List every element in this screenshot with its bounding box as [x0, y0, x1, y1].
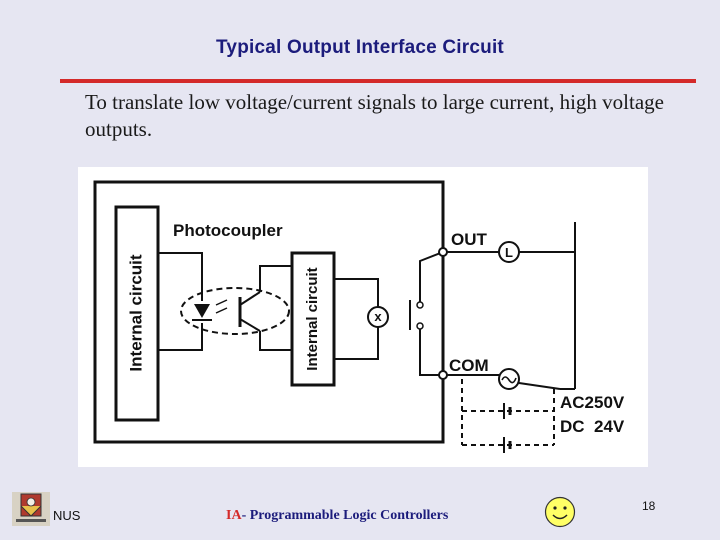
internal-circuit-right-block	[290, 251, 336, 387]
led-emission-arrow-1	[215, 299, 228, 306]
led-symbol	[194, 304, 210, 318]
title-divider	[60, 79, 696, 83]
smiley-face-icon[interactable]	[544, 496, 576, 528]
ac-supply-label: AC250V	[560, 393, 625, 412]
phototransistor-collector	[239, 291, 261, 306]
relay-contact-top	[416, 301, 424, 309]
out-terminal	[438, 247, 448, 257]
wire-contact-to-out	[419, 251, 444, 302]
slide-body-text: To translate low voltage/current signals…	[85, 90, 664, 141]
university-crest-logo	[12, 492, 50, 526]
wire-led-cathode	[158, 323, 203, 351]
photocoupler-dashed-enclosure	[180, 287, 290, 335]
wire-coil-bottom	[334, 327, 379, 360]
dc-alternative-dashed-circuit	[461, 379, 555, 446]
relay-coil-symbol	[367, 306, 389, 328]
wire-collector-to-internal	[259, 265, 292, 292]
relay-coil-label: x	[374, 309, 382, 324]
led-emission-arrow-2	[215, 307, 228, 314]
footer-institution: NUS	[53, 508, 81, 523]
wire-led-anode	[158, 252, 203, 301]
internal-circuit-left-block	[114, 205, 160, 422]
ac-wave-glyph	[501, 376, 517, 384]
out-terminal-label: OUT	[451, 230, 488, 249]
wire-ac-to-rail	[518, 382, 561, 390]
relay-contact-bottom	[416, 322, 424, 330]
wire-coil-top	[334, 278, 379, 307]
dc-supply-label: DC 24V	[560, 417, 625, 436]
com-terminal	[438, 370, 448, 380]
wire-emitter-to-internal	[259, 331, 292, 351]
output-interface-circuit-diagram: Internal circuit Photocoupler Internal c…	[78, 167, 648, 467]
photocoupler-label: Photocoupler	[173, 221, 283, 240]
footer-course-title: IA- Programmable Logic Controllers	[226, 508, 448, 524]
slide-title: Typical Output Interface Circuit	[216, 37, 504, 58]
load-label: L	[505, 245, 513, 260]
footer-course-prefix: IA	[226, 508, 242, 523]
wire-contact-to-com	[419, 329, 443, 376]
slide-page-number: 18	[642, 499, 656, 513]
internal-circuit-right-label: Internal circuit	[304, 267, 321, 370]
footer-course-rest: - Programmable Logic Controllers	[241, 508, 449, 523]
internal-circuit-left-label: Internal circuit	[126, 254, 145, 371]
module-outline	[93, 180, 445, 444]
phototransistor-emitter	[239, 318, 261, 332]
com-terminal-label: COM	[449, 356, 489, 375]
